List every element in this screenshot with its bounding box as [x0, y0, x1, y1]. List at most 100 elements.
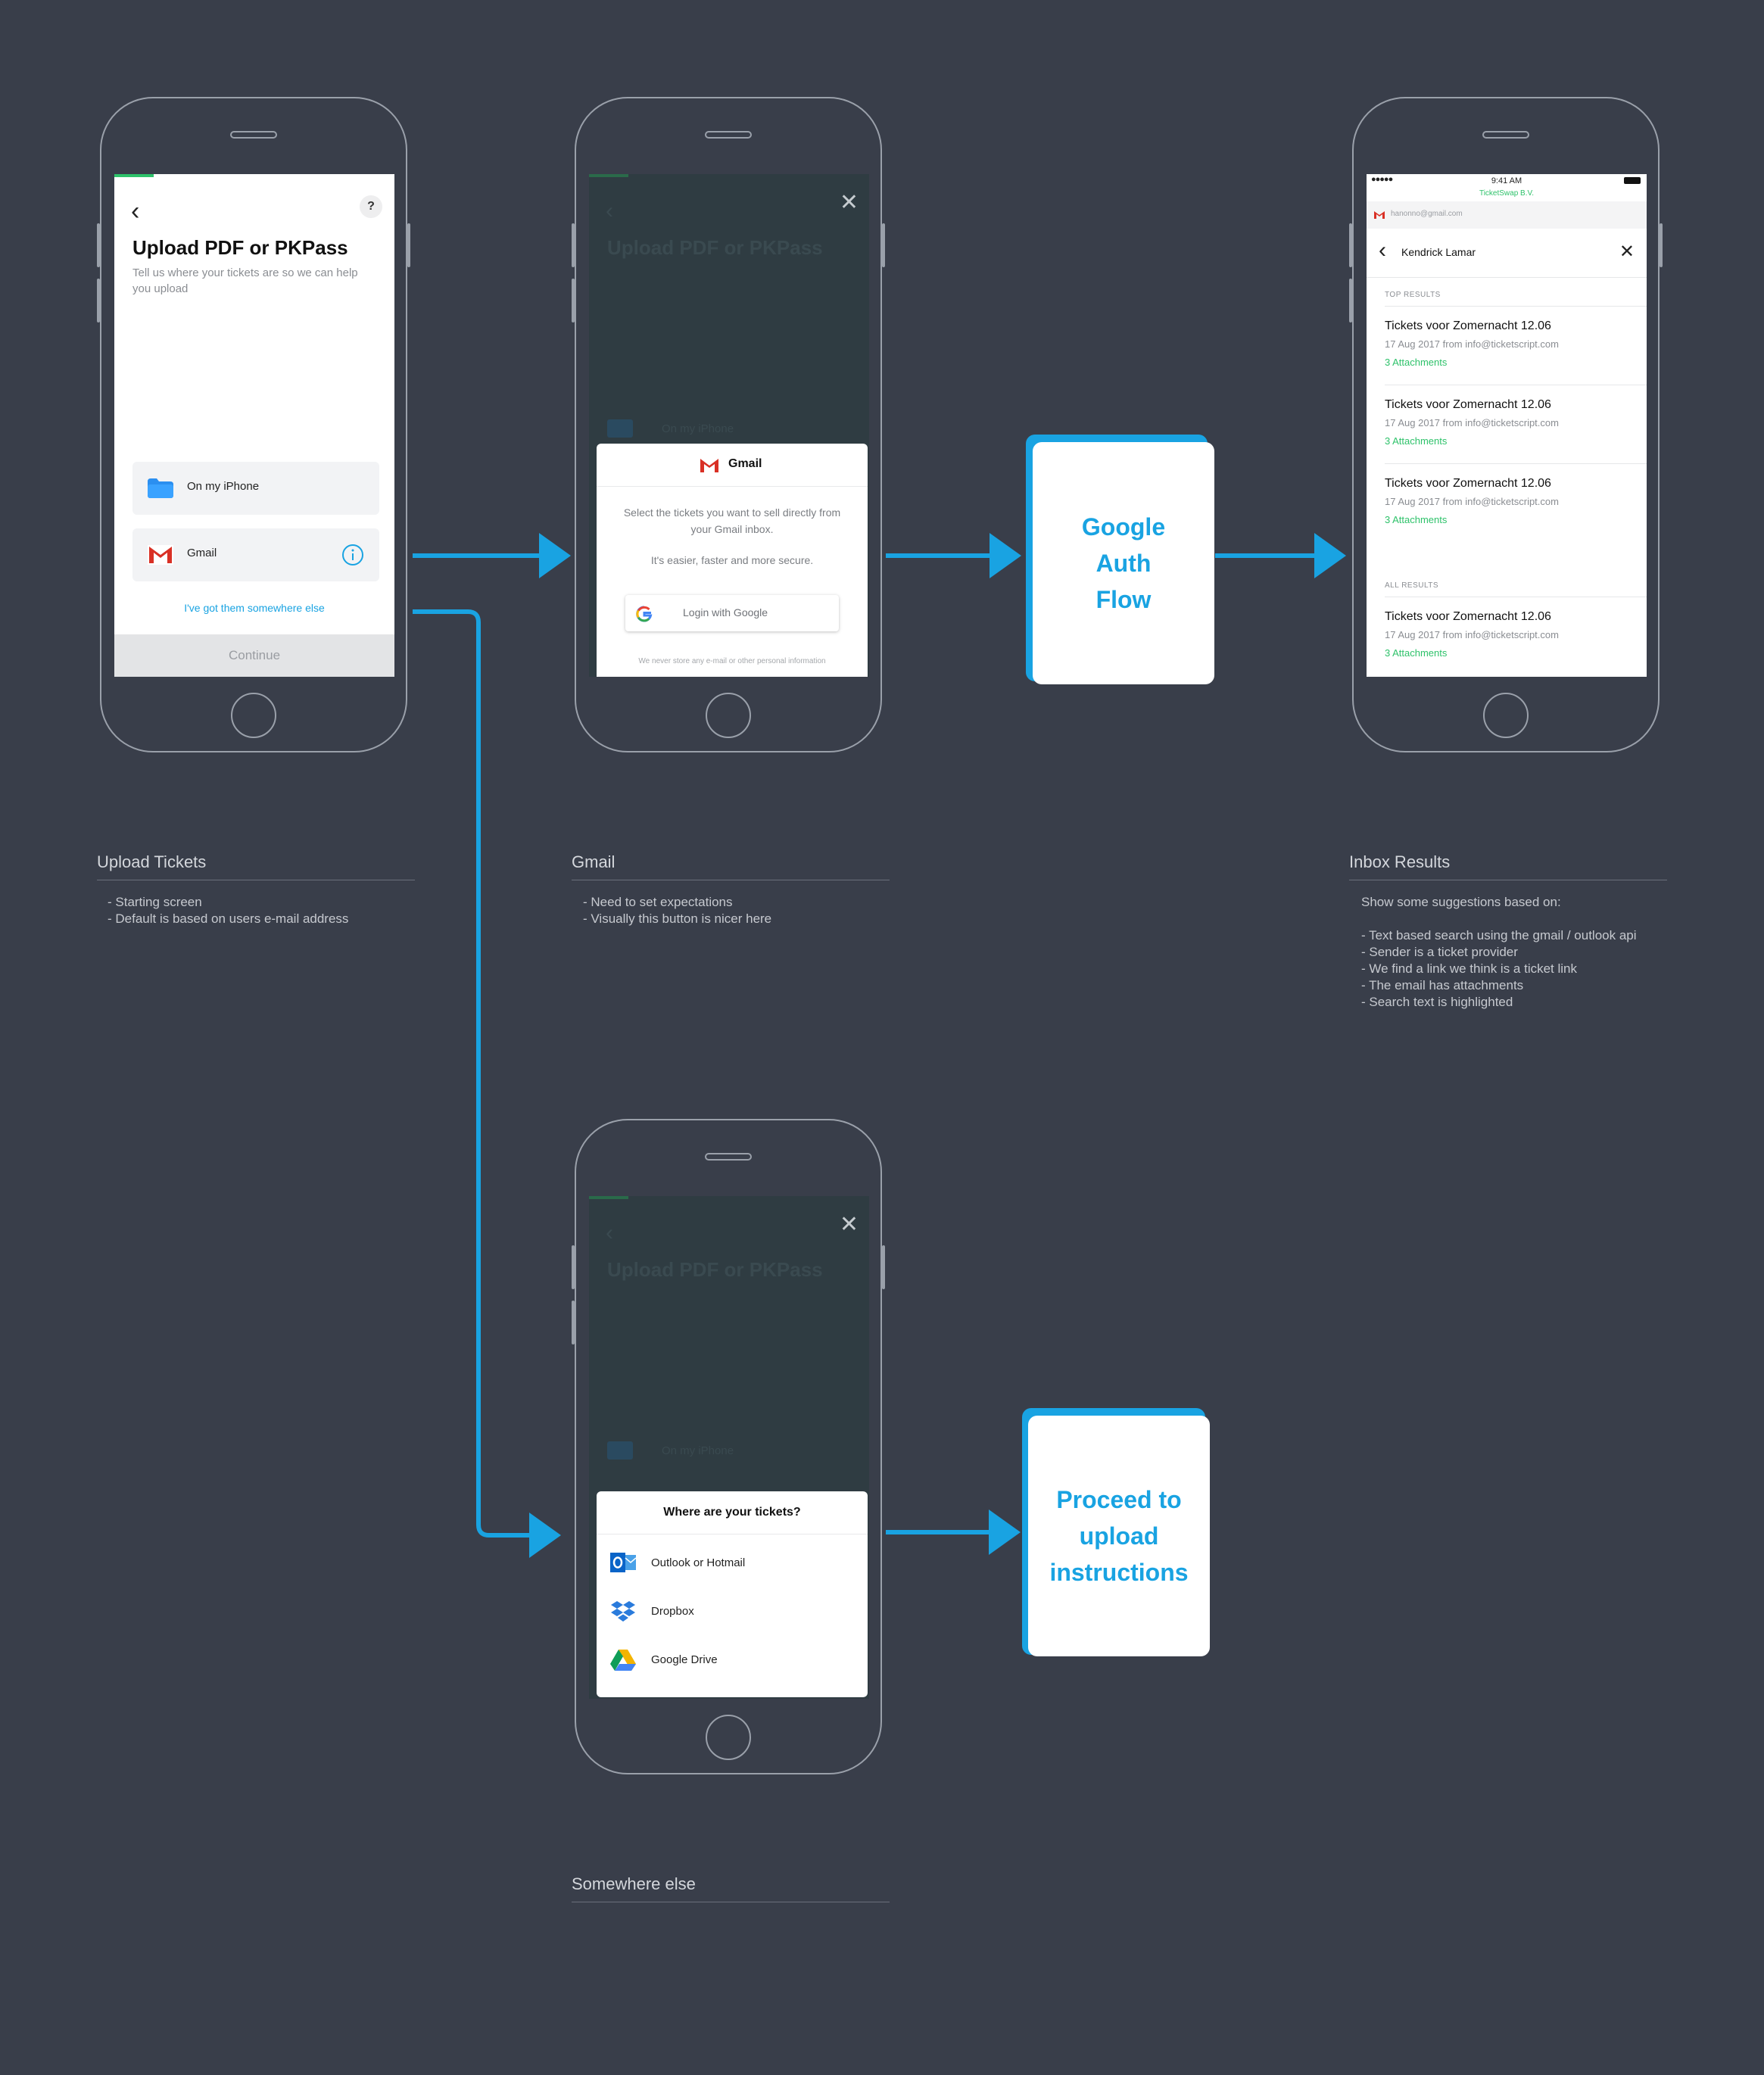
phone-home-button	[1483, 693, 1529, 738]
dropbox-icon	[611, 1601, 635, 1622]
back-arrow-icon: ‹	[606, 198, 613, 223]
phone-somewhere-else: ‹ ✕ Upload PDF or PKPass On my iPhone Wh…	[572, 1119, 885, 1774]
option-label: Dropbox	[651, 1605, 694, 1618]
login-with-google-button[interactable]: Login with Google	[625, 595, 839, 631]
option-gmail[interactable]: Gmail	[132, 528, 379, 581]
where-are-tickets-modal: Where are your tickets? Outlook or Hotma…	[597, 1491, 868, 1697]
result-title: Tickets voor Zomernacht 12.06	[1385, 398, 1551, 411]
modal-body-secondary: It's easier, faster and more secure.	[650, 554, 814, 566]
phone-gmail: ‹ ✕ Upload PDF or PKPass On my iPhone Gm…	[572, 97, 885, 752]
card-line: Flow	[1095, 586, 1152, 613]
back-arrow-icon[interactable]: ‹	[131, 197, 140, 226]
card-line: upload	[1079, 1522, 1159, 1550]
caption-inbox-results: Inbox Results	[1349, 852, 1451, 871]
option-label: On my iPhone	[187, 480, 260, 493]
phone-side-button	[1349, 279, 1352, 322]
page-title: Upload PDF or PKPass	[132, 236, 348, 259]
screen-gmail: ‹ ✕ Upload PDF or PKPass On my iPhone Gm…	[589, 174, 869, 677]
close-icon[interactable]: ✕	[1619, 241, 1635, 262]
caption-notes: - Need to set expectations - Visually th…	[583, 895, 772, 926]
option-dropbox[interactable]: Dropbox	[597, 1593, 868, 1629]
result-attachments: 3 Attachments	[1385, 647, 1448, 659]
login-label: Login with Google	[683, 606, 768, 618]
background-option: On my iPhone	[662, 1444, 734, 1457]
phone-speaker	[705, 1153, 752, 1161]
phone-upload-tickets: ‹ ? Upload PDF or PKPass Tell us where y…	[97, 97, 410, 752]
help-button[interactable]: ?	[360, 195, 382, 218]
card-line: Google	[1081, 513, 1166, 541]
option-outlook[interactable]: Outlook or Hotmail	[597, 1544, 868, 1581]
phone-inbox-results: ●●●●● 9:41 AM TicketSwap B.V. hanonno@gm…	[1349, 97, 1663, 752]
folder-icon	[148, 478, 173, 498]
result-attachments: 3 Attachments	[1385, 435, 1448, 447]
back-arrow-icon: ‹	[606, 1220, 613, 1245]
status-bar: ●●●●● 9:41 AM TicketSwap B.V.	[1367, 174, 1647, 201]
modal-title: Where are your tickets?	[597, 1491, 868, 1534]
arrow-upload-to-somewhere	[413, 609, 561, 1558]
folder-icon	[607, 1441, 633, 1460]
screen-upload-tickets: ‹ ? Upload PDF or PKPass Tell us where y…	[114, 174, 394, 677]
caption-gmail: Gmail	[572, 852, 616, 871]
caption-notes: Show some suggestions based on: - Text b…	[1361, 895, 1637, 1009]
signal-icon: ●●●●●	[1371, 175, 1393, 184]
option-label: Gmail	[187, 547, 217, 559]
result-title: Tickets voor Zomernacht 12.06	[1385, 610, 1551, 623]
status-time: 9:41 AM	[1491, 176, 1522, 185]
page-subtitle: Tell us where your tickets are so we can…	[132, 266, 358, 295]
continue-button[interactable]: Continue	[114, 634, 394, 677]
progress-bar	[114, 174, 154, 177]
back-arrow-icon[interactable]: ‹	[1379, 238, 1386, 263]
phone-side-button	[882, 1245, 885, 1289]
background-title: Upload PDF or PKPass	[607, 236, 823, 259]
result-title: Tickets voor Zomernacht 12.06	[1385, 319, 1551, 332]
card-line: Auth	[1095, 550, 1152, 577]
option-on-my-iphone[interactable]: On my iPhone	[132, 462, 379, 515]
result-meta: 17 Aug 2017 from info@ticketscript.com	[1385, 496, 1559, 507]
progress-bar	[589, 174, 628, 177]
modal-title: Gmail	[728, 457, 762, 470]
battery-icon	[1624, 177, 1641, 184]
phone-side-button	[572, 279, 575, 322]
phone-side-button	[407, 223, 410, 267]
phone-side-button	[1660, 223, 1663, 267]
account-bar: hanonno@gmail.com	[1367, 201, 1647, 229]
somewhere-else-link[interactable]: I've got them somewhere else	[184, 602, 325, 614]
gmail-icon	[1374, 211, 1385, 219]
result-attachments: 3 Attachments	[1385, 514, 1448, 525]
card-line: Proceed to	[1056, 1486, 1182, 1513]
phone-home-button	[706, 693, 751, 738]
caption-notes: - Starting screen - Default is based on …	[108, 895, 349, 926]
caption-upload-tickets: Upload Tickets	[97, 852, 207, 871]
option-label: Google Drive	[651, 1653, 718, 1666]
phone-side-button	[97, 279, 100, 322]
google-drive-icon	[610, 1650, 636, 1671]
site-name: TicketSwap B.V.	[1479, 189, 1535, 198]
phone-side-button	[97, 223, 100, 267]
section-label-top: TOP RESULTS	[1385, 291, 1441, 299]
divider	[1385, 306, 1647, 307]
modal-header: Gmail	[597, 444, 868, 487]
info-icon[interactable]	[341, 544, 364, 566]
close-icon[interactable]: ✕	[839, 190, 859, 215]
gmail-icon	[700, 459, 718, 472]
progress-bar	[589, 1196, 628, 1199]
phone-speaker	[705, 131, 752, 139]
account-email: hanonno@gmail.com	[1391, 210, 1463, 218]
option-google-drive[interactable]: Google Drive	[597, 1641, 868, 1678]
section-label-all: ALL RESULTS	[1385, 581, 1439, 590]
result-title: Tickets voor Zomernacht 12.06	[1385, 477, 1551, 490]
folder-icon	[607, 419, 633, 438]
result-meta: 17 Aug 2017 from info@ticketscript.com	[1385, 338, 1559, 350]
disclaimer: We never store any e-mail or other perso…	[638, 657, 826, 665]
phone-side-button	[572, 1245, 575, 1289]
search-query[interactable]: Kendrick Lamar	[1401, 246, 1476, 258]
phone-speaker	[1482, 131, 1529, 139]
close-icon[interactable]: ✕	[839, 1212, 859, 1237]
phone-home-button	[231, 693, 276, 738]
google-icon	[636, 606, 653, 622]
card-line: instructions	[1049, 1559, 1189, 1586]
phone-home-button	[706, 1715, 751, 1760]
background-option: On my iPhone	[662, 422, 734, 435]
search-header: ‹ Kendrick Lamar ✕	[1367, 229, 1647, 278]
